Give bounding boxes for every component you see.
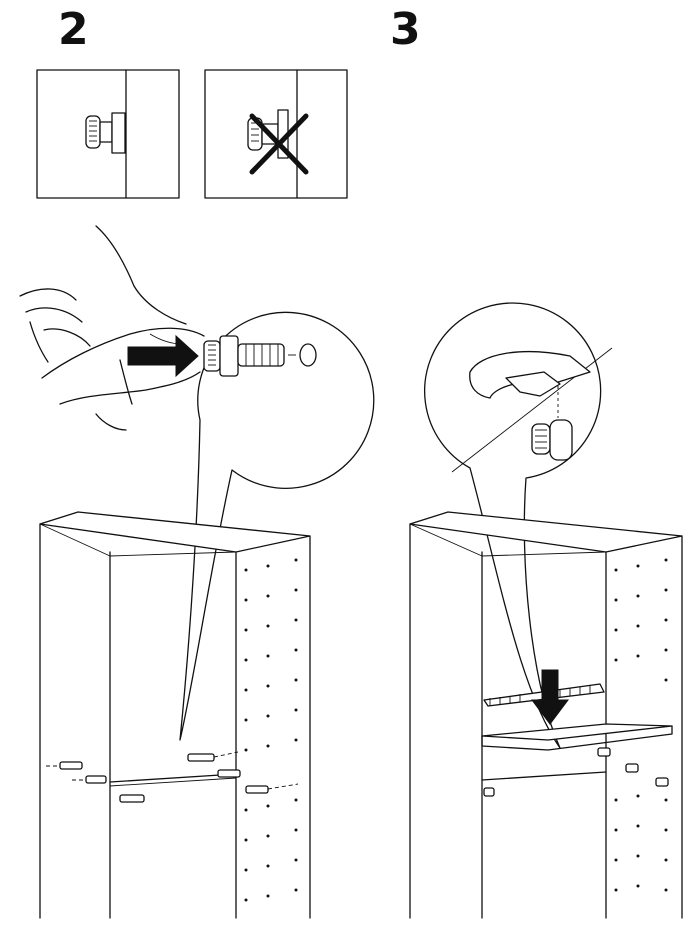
down-arrow-icon bbox=[531, 669, 569, 725]
fitting-correct-icon bbox=[85, 112, 126, 154]
cam-bolt-icon bbox=[203, 335, 285, 377]
shelf-fittings-installed bbox=[483, 747, 669, 797]
shelf-pin-holes bbox=[244, 558, 298, 902]
cam-bolts-inserted bbox=[46, 751, 299, 803]
push-arrow-icon bbox=[127, 334, 199, 378]
hand-illustration bbox=[19, 225, 205, 431]
cabinet-step-2 bbox=[39, 511, 311, 919]
cross-icon bbox=[249, 113, 309, 175]
correct-insertion-panel bbox=[36, 69, 180, 199]
shelf-board bbox=[481, 683, 673, 751]
pre-drilled-hole-icon bbox=[299, 343, 317, 367]
step-number-3: 3 bbox=[390, 4, 421, 55]
incorrect-insertion-panel bbox=[204, 69, 348, 199]
shelf-pin-holes-step-3 bbox=[614, 558, 668, 892]
magnifier-callout bbox=[179, 311, 375, 741]
cabinet-step-3 bbox=[409, 511, 683, 919]
step-number-2: 2 bbox=[58, 4, 89, 55]
shelf-fitting-icon bbox=[531, 419, 573, 461]
